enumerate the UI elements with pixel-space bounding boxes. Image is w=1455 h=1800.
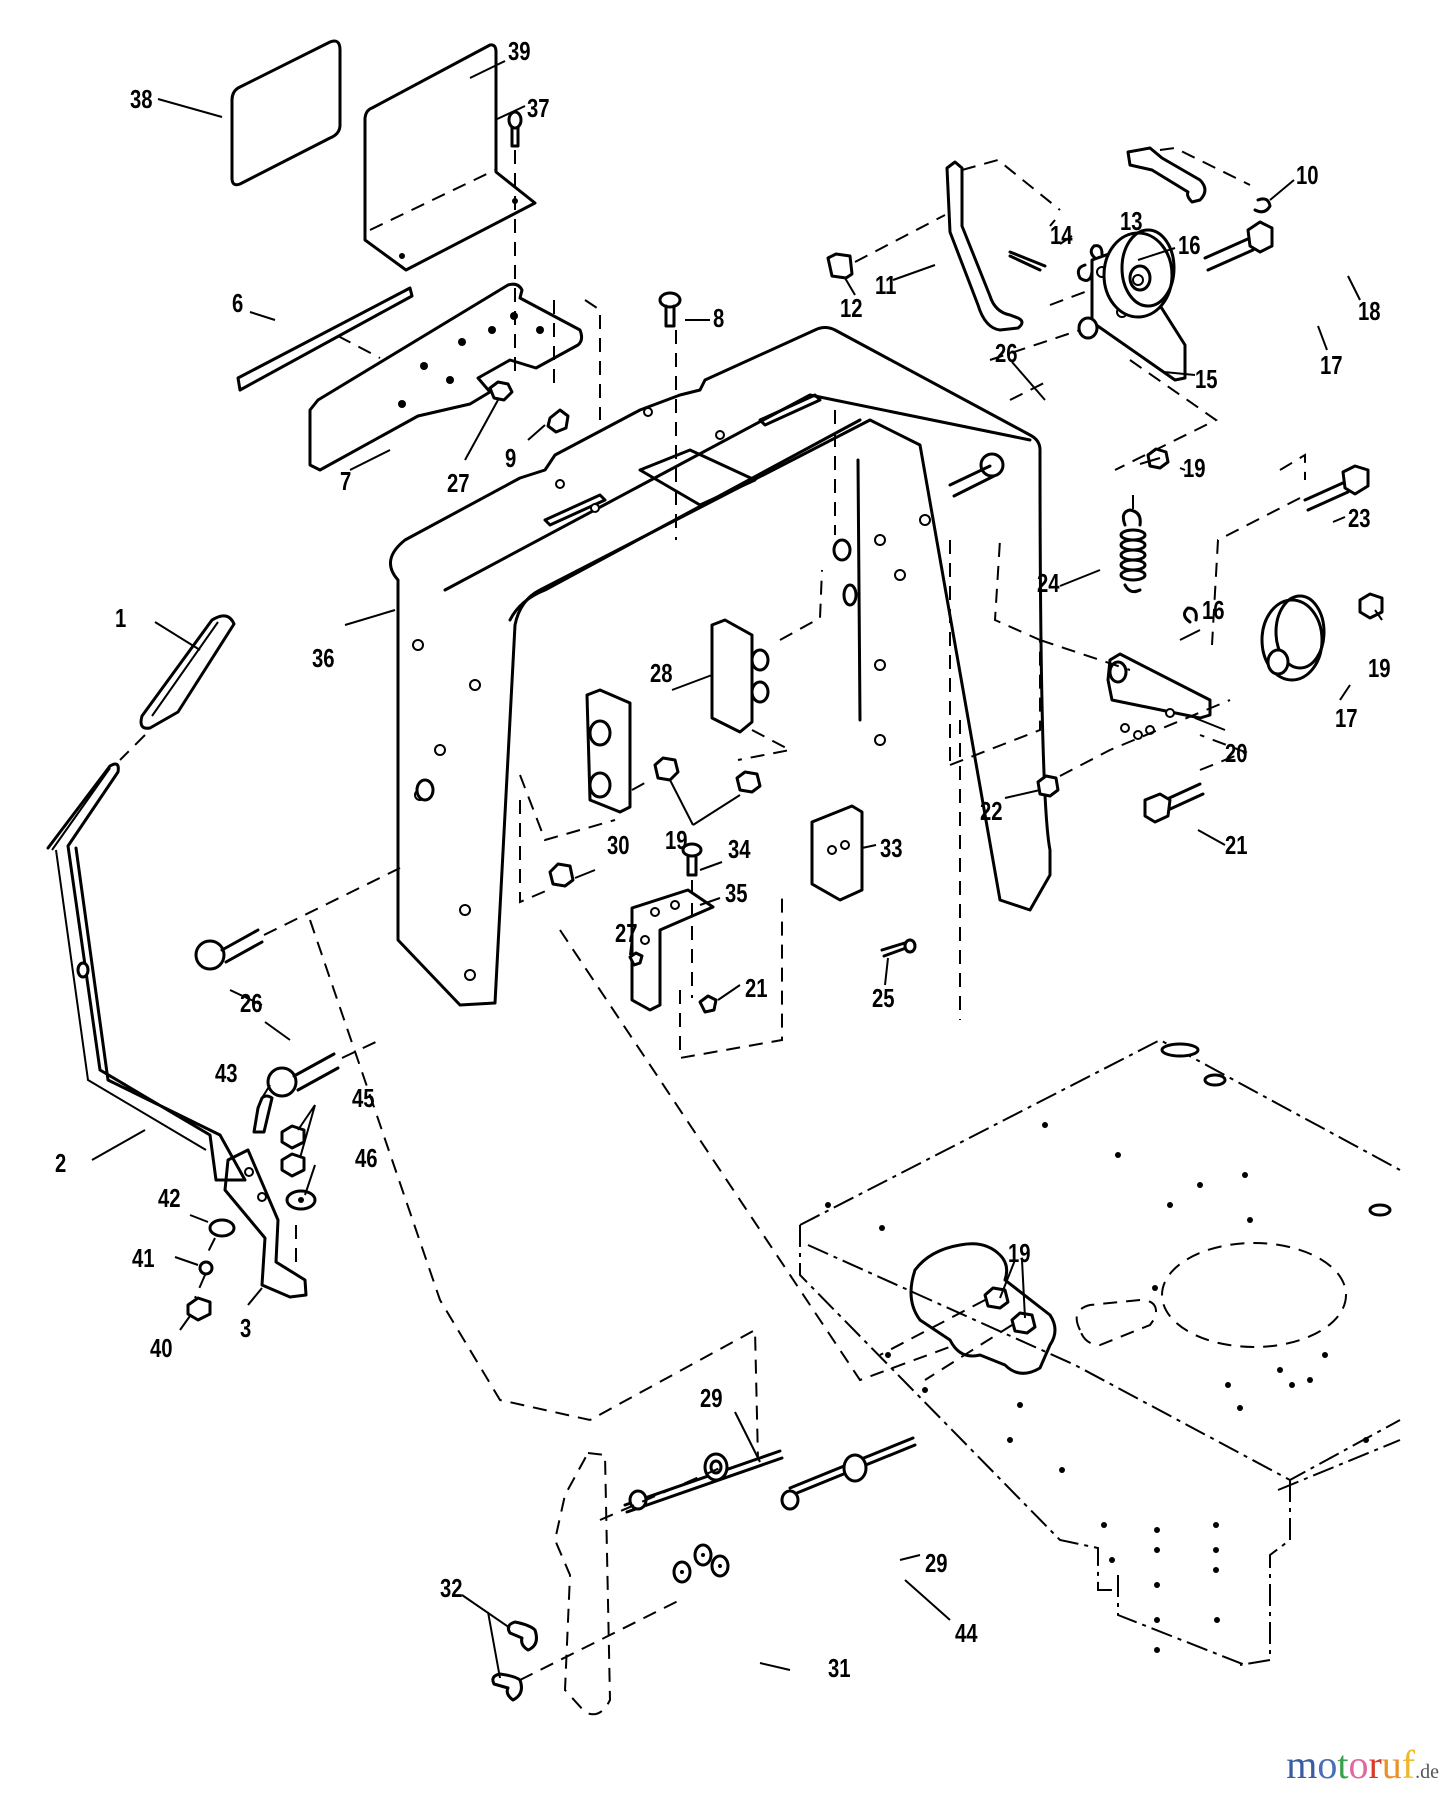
callout-23: 23 [1348, 503, 1371, 533]
callout-36: 36 [312, 643, 335, 673]
callout-21-right: 21 [1225, 830, 1248, 860]
callout-34: 34 [728, 834, 751, 864]
callout-1: 1 [115, 603, 127, 633]
strip-part [236, 286, 414, 392]
watermark-letter: t [1337, 1742, 1349, 1787]
callout-27-bottom: 27 [615, 918, 638, 948]
decal-part [230, 39, 342, 187]
callout-28: 28 [650, 658, 673, 688]
callout-19-top: 19 [1183, 453, 1206, 483]
watermark-letter: r [1368, 1742, 1382, 1787]
callout-11: 11 [875, 270, 897, 300]
callout-19-right: 19 [1368, 653, 1391, 683]
watermark-logo: motoruf.de [1286, 1741, 1439, 1788]
lower-idler-parts [949, 539, 1384, 824]
callout-42: 42 [158, 1183, 181, 1213]
callout-8: 8 [713, 303, 725, 333]
callout-25: 25 [872, 983, 895, 1013]
nut-parts [519, 756, 762, 904]
callout-43: 43 [215, 1058, 238, 1088]
console-housing-part [389, 326, 1052, 1007]
callout-6: 6 [232, 288, 244, 318]
callout-9: 9 [505, 443, 517, 473]
callout-32: 32 [440, 1573, 463, 1603]
callout-2: 2 [55, 1148, 67, 1178]
panel-part [363, 43, 537, 272]
lever-hardware-parts [186, 1094, 317, 1322]
callout-17-top: 17 [1320, 350, 1343, 380]
callout-33: 33 [880, 833, 903, 863]
watermark-letter: o [1348, 1742, 1369, 1787]
callout-29-top: 29 [700, 1383, 723, 1413]
cover-hardware-parts [491, 1436, 917, 1716]
linkage-parts [826, 146, 1274, 471]
handle-grip-part [119, 614, 236, 761]
callout-leader-lines [91, 60, 1383, 1679]
callout-31: 31 [828, 1653, 851, 1683]
callout-27: 27 [447, 468, 470, 498]
lever-bracket-part [223, 1148, 308, 1299]
callout-12: 12 [840, 293, 863, 323]
callout-14: 14 [1050, 220, 1073, 250]
callout-39: 39 [508, 36, 531, 66]
watermark-letter: m [1286, 1742, 1318, 1787]
callout-3: 3 [240, 1313, 252, 1343]
bracket-hardware-parts [628, 804, 917, 1060]
callout-13: 13 [1120, 206, 1143, 236]
callout-22: 22 [980, 796, 1003, 826]
callout-10: 10 [1296, 160, 1319, 190]
callout-20: 20 [1225, 738, 1248, 768]
callout-15: 15 [1195, 364, 1218, 394]
callout-37: 37 [527, 93, 550, 123]
callout-46: 46 [355, 1143, 378, 1173]
callout-30: 30 [607, 830, 630, 860]
callout-7: 7 [340, 466, 352, 496]
callout-18: 18 [1358, 296, 1381, 326]
callout-24: 24 [1037, 568, 1060, 598]
mounting-bracket-part [308, 282, 601, 472]
callout-35: 35 [725, 878, 748, 908]
watermark-letter: u [1381, 1742, 1402, 1787]
spring-assembly-parts [1119, 447, 1370, 646]
screw-part [507, 110, 523, 380]
control-lever-part [46, 762, 247, 1182]
callout-19-middle: 19 [665, 825, 688, 855]
callout-19-frame: 19 [1008, 1238, 1031, 1268]
callout-16-top: 16 [1178, 230, 1201, 260]
callout-26-right: 26 [995, 338, 1018, 368]
callout-38: 38 [130, 84, 153, 114]
assembly-guide-lines [309, 720, 961, 1461]
watermark-letter: f [1401, 1742, 1416, 1787]
callout-26-left: 26 [240, 988, 263, 1018]
callout-41: 41 [132, 1243, 155, 1273]
callout-17-bottom: 17 [1335, 703, 1358, 733]
callout-40: 40 [150, 1333, 173, 1363]
callout-16-bottom: 16 [1202, 595, 1225, 625]
nut-part [488, 380, 570, 434]
shoulder-bolt-parts [194, 452, 1005, 1098]
callout-21-middle: 21 [745, 973, 768, 1003]
frame-part [799, 1038, 1401, 1666]
watermark-letter: o [1317, 1742, 1338, 1787]
callout-45: 45 [352, 1083, 375, 1113]
watermark-tld: .de [1415, 1761, 1439, 1783]
carriage-bolt-part [658, 291, 682, 540]
pivot-plates-part [585, 569, 823, 814]
callout-29-bottom: 29 [925, 1548, 948, 1578]
callout-44: 44 [955, 1618, 978, 1648]
